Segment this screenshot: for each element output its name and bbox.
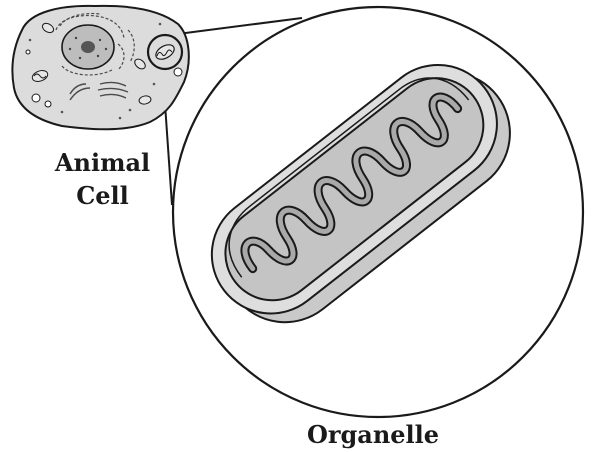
animal-cell-label-line1: Animal: [40, 151, 165, 175]
nucleolus: [81, 41, 95, 53]
animal-cell: [12, 6, 188, 129]
organelle-label: Organelle: [298, 423, 448, 447]
animal-cell-label-line2: Cell: [40, 184, 165, 208]
